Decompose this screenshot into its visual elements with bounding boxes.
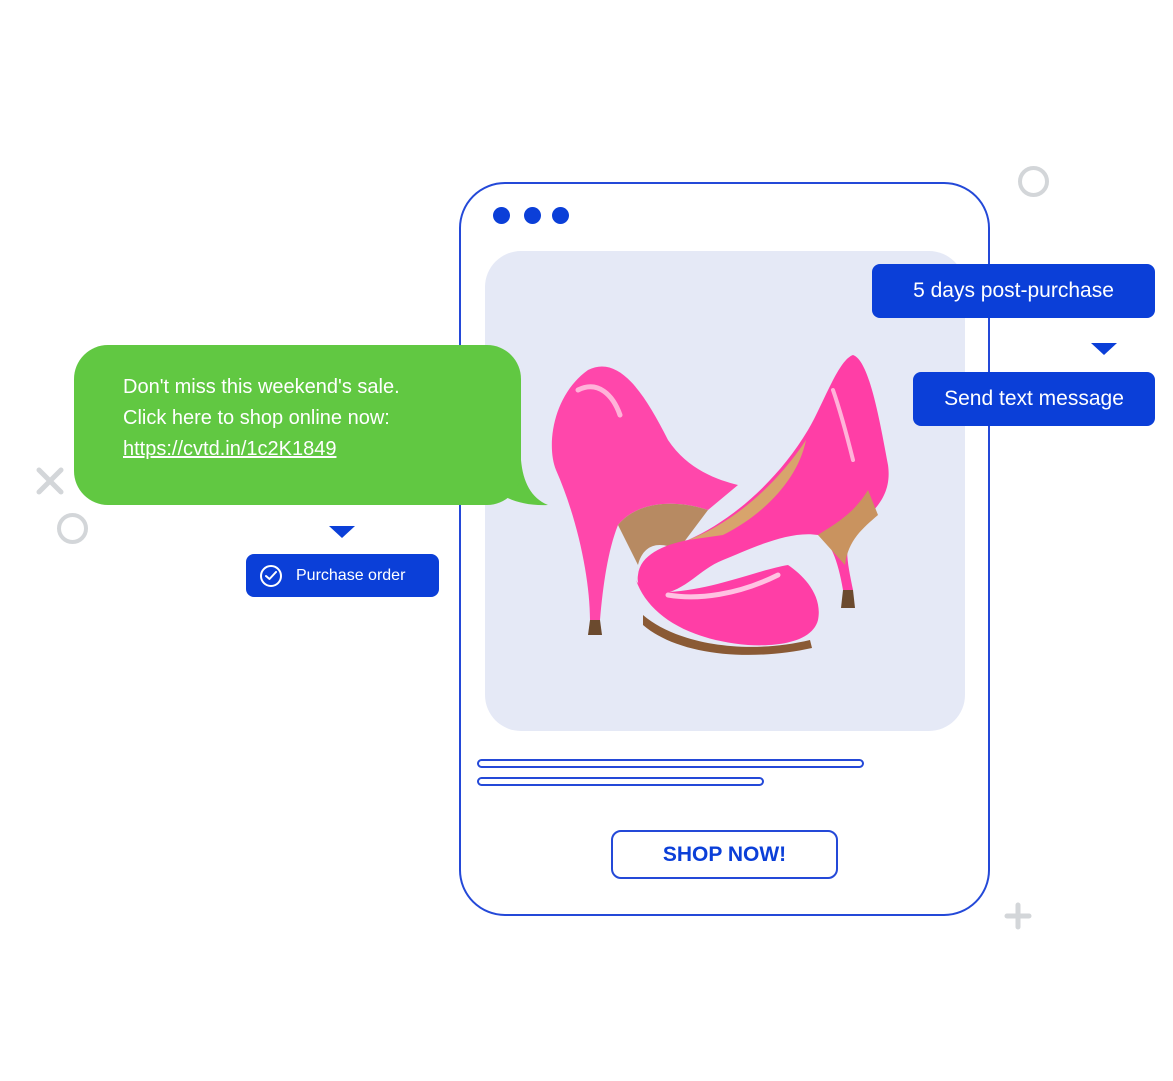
shop-now-button[interactable]: SHOP NOW! <box>611 830 838 879</box>
decorative-circle-icon <box>57 513 88 544</box>
decorative-plus-icon <box>1004 902 1032 930</box>
check-circle-icon <box>260 564 282 587</box>
window-dot-icon <box>493 207 510 224</box>
post-purchase-delay-step: 5 days post-purchase <box>872 264 1155 318</box>
sms-message-line: Click here to shop online now: <box>123 407 390 429</box>
window-dot-icon <box>524 207 541 224</box>
post-purchase-delay-label: 5 days post-purchase <box>913 279 1114 302</box>
purchase-order-label: Purchase order <box>296 566 406 584</box>
arrow-down-icon <box>329 526 355 538</box>
decorative-circle-icon <box>1018 166 1049 197</box>
sms-message-line: Don't miss this weekend's sale. <box>123 376 400 398</box>
decorative-x-icon <box>36 467 64 495</box>
purchase-order-step: Purchase order <box>246 554 439 597</box>
send-text-message-label: Send text message <box>944 387 1124 410</box>
sms-message-bubble: Don't miss this weekend's sale. Click he… <box>74 345 521 505</box>
placeholder-text-line <box>477 759 864 768</box>
send-text-message-step: Send text message <box>913 372 1155 426</box>
pink-high-heel-shoes-image <box>551 355 889 655</box>
arrow-down-icon <box>1091 343 1117 355</box>
sms-link[interactable]: https://cvtd.in/1c2K1849 <box>123 438 337 460</box>
placeholder-text-line <box>477 777 764 786</box>
window-dot-icon <box>552 207 569 224</box>
